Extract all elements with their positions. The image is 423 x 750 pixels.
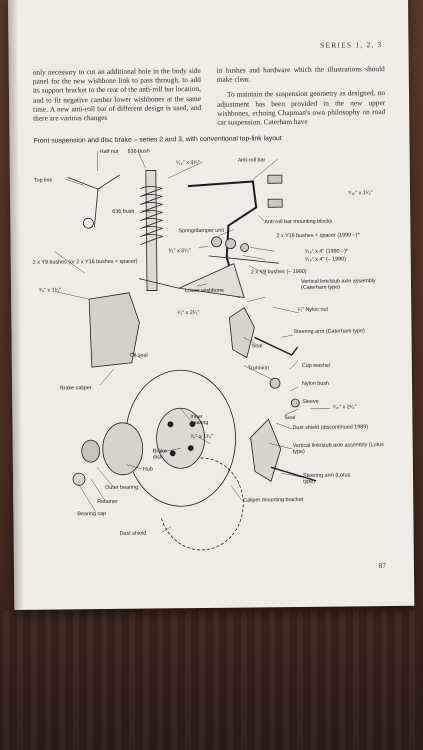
label-spring-damper: Spring/damper unit xyxy=(178,227,225,235)
label-steering-arm-caterham: Steering arm (Caterham type) xyxy=(293,328,365,336)
trunnion-drawing xyxy=(269,377,281,389)
label-top-link: Top link xyxy=(33,177,53,184)
running-head: SERIES 1, 2, 3 xyxy=(320,40,383,50)
label-vertical-link-lotus: Vertical link/stub axle assembly (Lotus … xyxy=(292,442,384,456)
bush-1 xyxy=(211,236,222,248)
label-nyloc-nut: ¹⁄₂" Nyloc nut xyxy=(297,306,328,313)
label-bolt-3-8-1-3-4: ³⁄₈" x 1³⁄₄" xyxy=(190,433,213,441)
label-636-bush-top: 636 bush xyxy=(127,148,150,155)
wheel-stud-2 xyxy=(187,445,194,452)
label-seal-lower: Seal xyxy=(284,415,296,422)
top-link-ball-joint xyxy=(82,217,94,229)
body-text-left: only necessary to cut an additional hole… xyxy=(32,65,202,123)
label-bolt-3-8-1-1-2: ³⁄₈" x 1¹⁄₂" xyxy=(39,287,62,294)
vertical-link-lotus-drawing xyxy=(250,418,282,482)
label-vertical-link-caterham: Vertical link/stub axle assembly (Caterh… xyxy=(300,278,376,291)
leader-lines xyxy=(54,150,331,533)
arb-block-2 xyxy=(267,198,283,208)
label-brake-disc: Brake disc xyxy=(152,448,167,461)
label-sleeve: Sleeve xyxy=(302,398,319,405)
label-636-bush: 636 bush xyxy=(112,208,135,215)
bush-3 xyxy=(240,243,250,252)
bolt-line xyxy=(208,255,279,264)
body-text-right: in bushes and hardware which the illustr… xyxy=(217,64,386,127)
wheel-stud-3 xyxy=(169,450,176,457)
top-link-drawing xyxy=(67,174,121,228)
book-page: SERIES 1, 2, 3 only necessary to cut an … xyxy=(8,0,415,610)
label-bolt-5-16-1-1-2: ⁵⁄₁₆" x 1¹⁄₂" xyxy=(348,190,373,197)
label-cup-washer: Cup washer xyxy=(301,362,331,369)
anti-roll-bar-drawing xyxy=(187,180,258,298)
label-retainer: Retainer xyxy=(97,498,118,506)
paragraph-2: To maintain the suspension geometry as d… xyxy=(217,88,386,127)
label-bolt-5-16-4-b: ⁵⁄₁₆" x 4" (– 1990) xyxy=(304,256,347,263)
steering-arm-lotus-drawing xyxy=(270,466,317,482)
label-anti-roll-bar: Anti-roll bar xyxy=(237,157,266,164)
label-trunnion: Trunnion xyxy=(247,365,269,372)
wishbone-arm xyxy=(138,278,180,289)
label-bolt-3-8-3-1-2: ³⁄₈" x 3¹⁄₂" xyxy=(168,248,191,255)
label-outer-bearing: Outer bearing xyxy=(105,484,139,492)
wheel-stud-4 xyxy=(189,421,196,427)
label-oil-seal: Oil seal xyxy=(129,352,148,359)
suspension-diagram: Half nut 636 bush Top link ⁵⁄₁₆" x 3¹⁄₂"… xyxy=(28,146,402,560)
bearing-drawing xyxy=(81,439,101,463)
page-number: 87 xyxy=(378,561,386,571)
exploded-view-drawing xyxy=(54,150,331,551)
label-lower-wishbone: Lower wishbone xyxy=(185,287,225,295)
label-inner-bearing: Inner bearing xyxy=(190,413,209,427)
label-steering-arm-lotus: Steering arm (Lotus type) xyxy=(302,472,351,485)
wood-grain xyxy=(0,610,423,750)
label-seal-top: Seal xyxy=(251,343,263,350)
label-bolt-5-16-3-1-2: ⁵⁄₁₆" x 3¹⁄₂" xyxy=(175,159,201,167)
bearing-cap-drawing xyxy=(72,472,86,486)
arb-block xyxy=(267,174,283,184)
label-bolt-5-16-4: ⁵⁄₁₆" x 4" (1990 –)* xyxy=(304,248,349,255)
cup-washer-drawing xyxy=(290,398,300,408)
label-hub: Hub xyxy=(142,466,153,473)
vertical-link-caterham-drawing xyxy=(228,306,255,359)
label-arb-blocks: Anti-roll bar mounting blocks xyxy=(264,218,333,226)
wheel-stud-1 xyxy=(167,421,174,428)
brake-caliper-drawing xyxy=(88,292,140,368)
hub-drawing xyxy=(102,422,144,476)
paragraph-1: in bushes and hardware which the illustr… xyxy=(216,64,385,85)
label-half-nut: Half nut xyxy=(99,148,119,156)
label-brake-caliper: Brake caliper xyxy=(60,385,92,392)
label-bearing-cap: Bearing cap xyxy=(77,511,107,518)
coil-spring xyxy=(139,186,164,245)
label-y9-pre1990: 2 x Y9 bushes (– 1990) xyxy=(250,268,307,276)
dust-shield-drawing xyxy=(161,457,244,551)
label-y9-or-y16: 2 x Y9 bushes (or 2 x Y16 bushes + space… xyxy=(32,258,138,266)
steering-arm-caterham-drawing xyxy=(254,336,299,356)
label-y16-spacer: 2 x Y16 bushes + spacer (1990 –)* xyxy=(276,232,360,240)
label-dust-shield-disc: Dust shield (discontinued 1989) xyxy=(292,424,369,432)
label-nylon-bush: Nylon bush xyxy=(302,380,330,387)
label-bolt-7-16-2-1-4: ⁷⁄₁₆" x 2¹⁄₄" xyxy=(332,404,357,411)
label-bolt-1-2-2-1-2: ¹⁄₂" x 2¹⁄₂" xyxy=(177,310,200,317)
lower-wishbone-drawing xyxy=(177,263,245,299)
label-caliper-bracket: Caliper mounting bracket xyxy=(243,496,304,504)
figure-caption: Front suspension and disc brake – series… xyxy=(33,135,282,145)
label-dust-shield: Dust shield xyxy=(119,530,147,537)
bush-2 xyxy=(225,238,236,250)
